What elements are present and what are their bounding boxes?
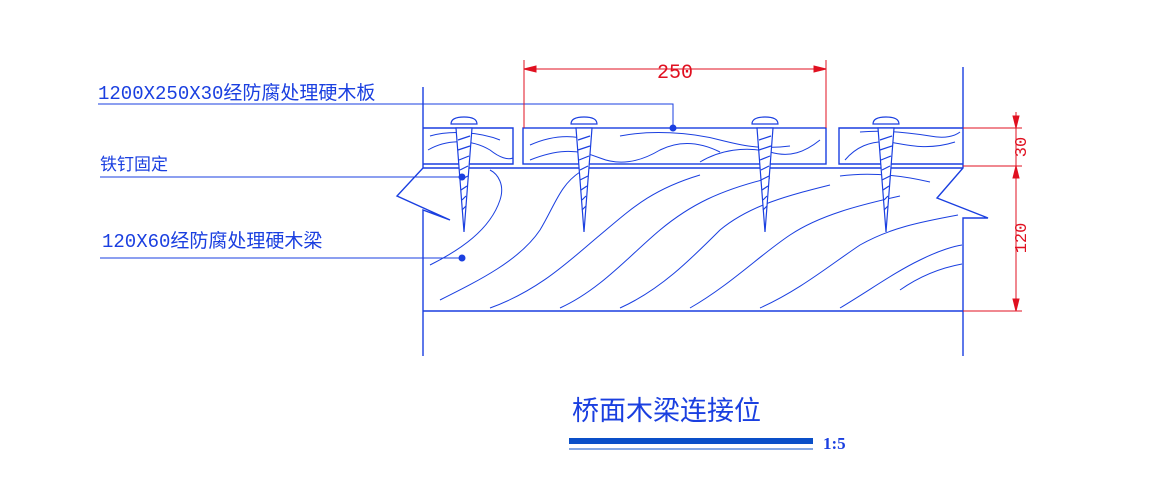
beam-grain: [689, 195, 901, 309]
section-outline: [395, 67, 989, 356]
nails: [450, 116, 900, 233]
title-underline-thick: [569, 438, 813, 444]
drawing-title: 桥面木梁连接位: [572, 396, 761, 427]
beam-grain: [559, 177, 771, 309]
beam-grain: [439, 171, 581, 301]
board-grain: [844, 141, 956, 161]
beam-grain: [899, 263, 963, 291]
leaders: [98, 103, 677, 262]
beam-grain: [489, 174, 701, 309]
dim-30-arrow-top: [1012, 115, 1020, 129]
beam-grain: [429, 169, 503, 266]
nail-leader-dot: [458, 173, 466, 181]
dim-120-text: 120: [1013, 223, 1032, 254]
dimension-lines: [523, 60, 1022, 312]
beam-label: 120X60经防腐处理硬木梁: [102, 230, 322, 253]
deck-board-leader-dot: [669, 124, 677, 132]
deck-board-leader: [98, 103, 674, 128]
beam-grain: [759, 214, 959, 309]
left-break-line: [395, 87, 451, 356]
dim-250-arrow-left: [523, 65, 537, 73]
beam-grain: [839, 244, 963, 309]
beam-grain: [619, 184, 831, 309]
dim-250-arrow-right: [813, 65, 827, 73]
nail-2: [570, 116, 598, 233]
board-grain: [859, 130, 961, 138]
dim-250-text: 250: [657, 62, 693, 85]
board-grain: [427, 141, 514, 160]
drawing-scale: 1:5: [823, 434, 846, 453]
dim-30-text: 30: [1013, 137, 1032, 157]
nail-4: [872, 116, 900, 233]
nail-label: 铁钉固定: [100, 155, 168, 175]
deck-board-label: 1200X250X30经防腐处理硬木板: [98, 82, 375, 105]
board-grain: [529, 142, 721, 163]
deck-board-3: [838, 127, 963, 165]
nail-1: [450, 116, 478, 233]
dim-120-arrow-bottom: [1012, 298, 1020, 312]
nail-3: [751, 116, 779, 233]
right-break-line: [935, 67, 989, 356]
beam-leader-dot: [458, 254, 466, 262]
